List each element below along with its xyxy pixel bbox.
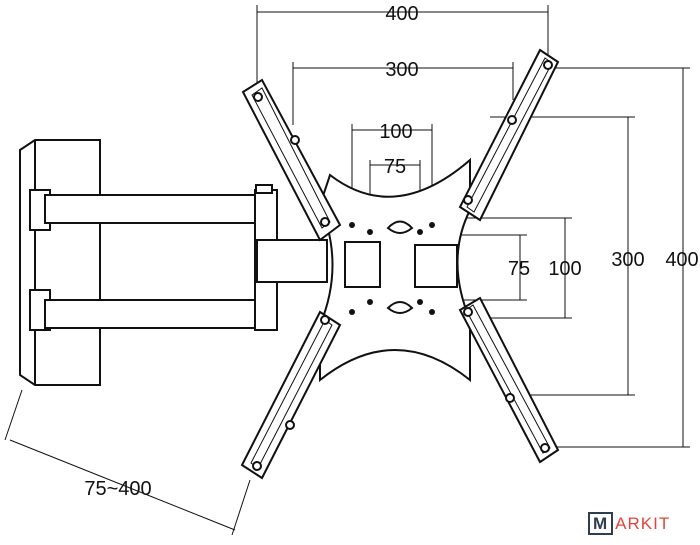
label-75-right: 75 <box>508 258 530 280</box>
bracket-top-left <box>241 78 342 242</box>
markit-logo: M ARKIT <box>588 512 670 535</box>
dimension-extension <box>4 389 251 536</box>
label-300-right: 300 <box>611 249 644 271</box>
label-400-right: 400 <box>665 249 698 271</box>
dimension-300-top <box>292 62 514 125</box>
bracket-bottom-left <box>240 310 342 480</box>
logo-text: ARKIT <box>615 513 671 533</box>
wall-plate <box>19 139 101 386</box>
label-100-top: 100 <box>379 121 412 143</box>
dimension-400-right <box>550 67 690 448</box>
articulating-arms <box>44 184 328 331</box>
label-75-top: 75 <box>384 156 406 178</box>
label-400-top: 400 <box>385 3 418 25</box>
bracket-top-right <box>458 48 560 222</box>
label-100-right: 100 <box>548 258 581 280</box>
vesa-plate <box>318 157 471 383</box>
dimension-400-top <box>256 5 549 85</box>
label-300-top: 300 <box>385 59 418 81</box>
logo-box-letter: M <box>588 512 614 535</box>
label-extension: 75~400 <box>84 478 151 500</box>
bracket-bottom-right <box>458 296 560 464</box>
